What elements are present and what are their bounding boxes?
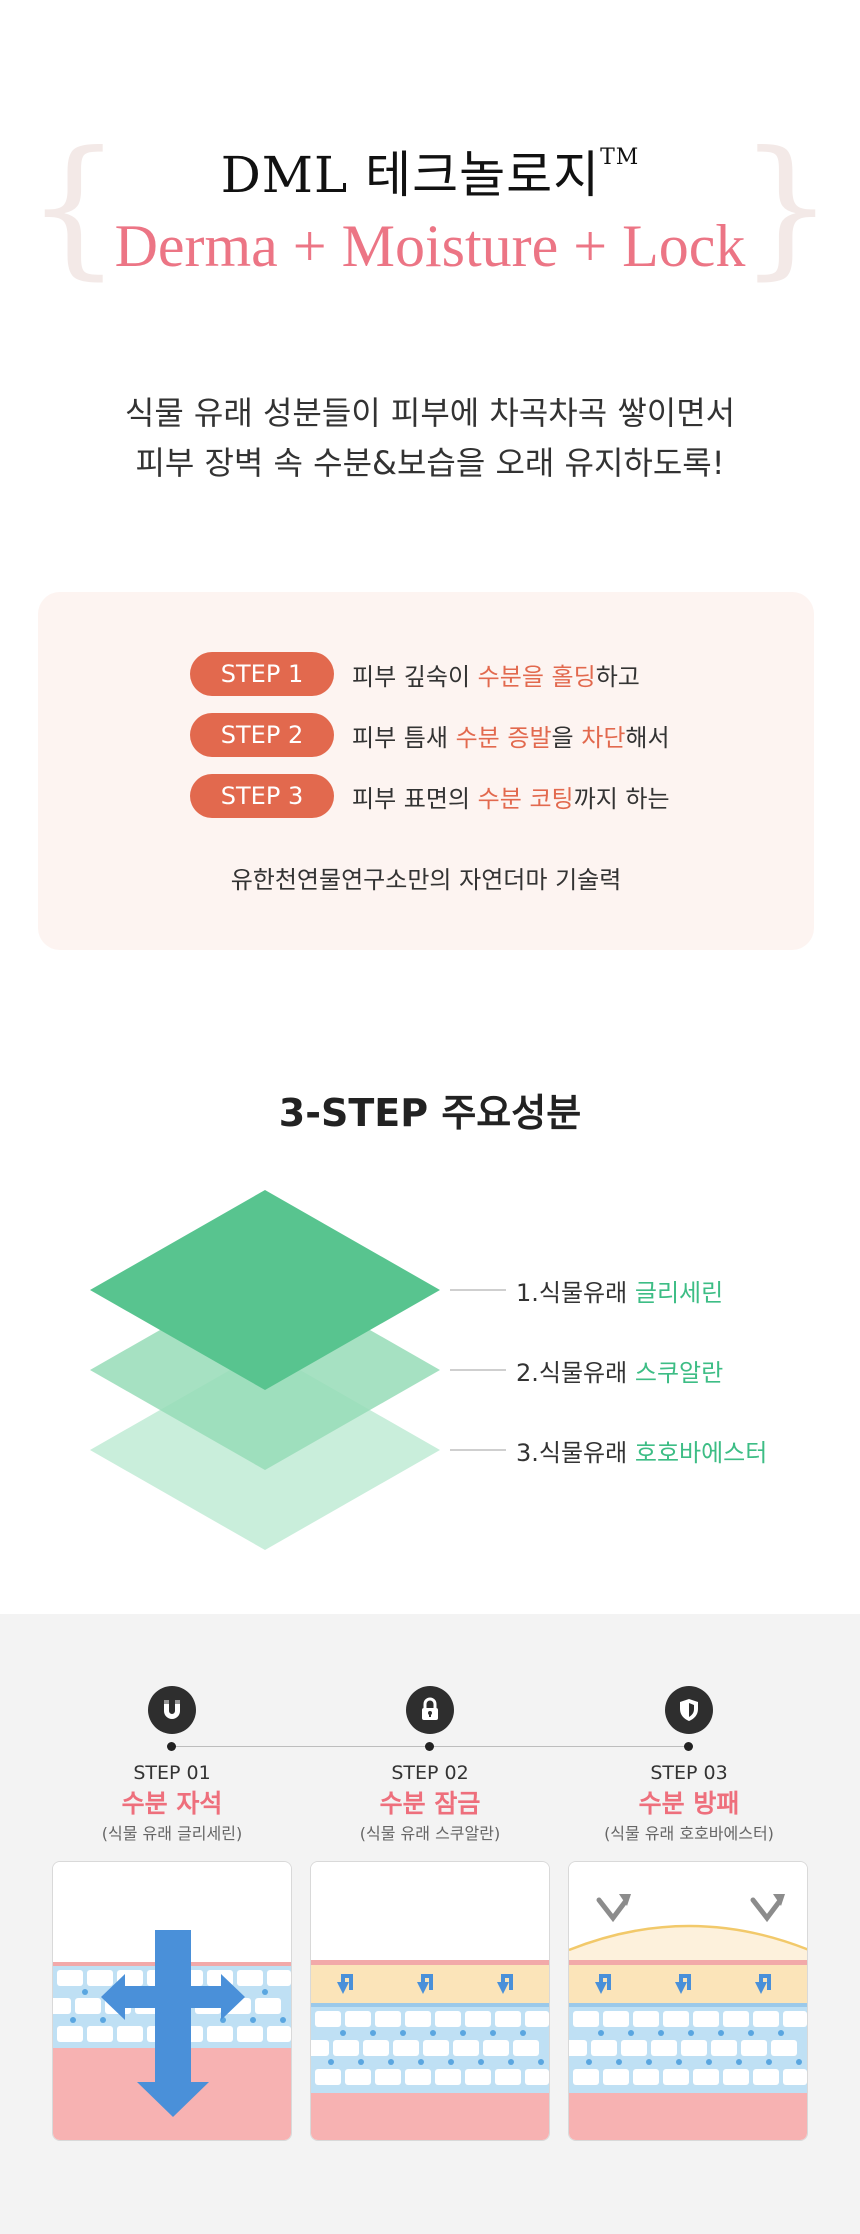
step-2-mid: 을 — [551, 723, 582, 752]
timeline-dot-3 — [684, 1742, 693, 1751]
step-3-post: 까지 하는 — [573, 784, 670, 813]
ingredient-1-text: 1.식물유래 글리세린 — [516, 1273, 723, 1308]
step-3-highlight: 수분 코팅 — [477, 784, 574, 813]
layer-diagram — [90, 1190, 440, 1550]
step-3-pre: 피부 표면의 — [352, 784, 478, 813]
step-2-highlight-1: 수분 증발 — [455, 723, 552, 752]
step-2-text: 피부 틈새 수분 증발을 차단해서 — [352, 718, 670, 753]
step-2-post: 해서 — [625, 723, 670, 752]
timeline-dot-1 — [167, 1742, 176, 1751]
ingredients-title: 3-STEP 주요성분 — [278, 1091, 582, 1135]
ingredient-2-prefix: 2.식물유래 — [516, 1358, 635, 1387]
card-moisture-lock — [310, 1861, 550, 2141]
step-02-label: STEP 02 — [391, 1762, 469, 1784]
ingredient-3-text: 3.식물유래 호호바에스터 — [516, 1433, 767, 1468]
ingredient-2-text: 2.식물유래 스쿠알란 — [516, 1353, 723, 1388]
ingredient-2-leader — [450, 1369, 506, 1371]
skin-illustration-2 — [311, 1862, 549, 2140]
step-03-name: 수분 방패 — [638, 1789, 740, 1818]
intro-text: 식물 유래 성분들이 피부에 차곡차곡 쌓이면서 피부 장벽 속 수분&보습을 … — [0, 388, 860, 488]
mechanism-section: STEP 01 수분 자석 (식물 유래 글리세린) STEP 02 수분 잠금… — [0, 1614, 860, 2234]
step-3-badge: STEP 3 — [190, 774, 334, 818]
step-1-post: 하고 — [595, 662, 640, 691]
ingredient-3-prefix: 3.식물유래 — [516, 1438, 635, 1467]
skin-illustration-1 — [53, 1862, 291, 2140]
steps-box: STEP 1 피부 깊숙이 수분을 홀딩하고 STEP 2 피부 틈새 수분 증… — [38, 592, 814, 950]
step-row-1: STEP 1 피부 깊숙이 수분을 홀딩하고 — [190, 652, 640, 696]
step-02-name: 수분 잠금 — [379, 1789, 481, 1818]
title-text: DML 테크놀로지 — [220, 146, 601, 204]
ingredient-3-leader — [450, 1449, 506, 1451]
step-1-highlight: 수분을 홀딩 — [477, 662, 596, 691]
page-title: DML 테크놀로지TM — [0, 135, 860, 207]
card-moisture-magnet — [52, 1861, 292, 2141]
step-01-sub: (식물 유래 글리세린) — [101, 1824, 243, 1843]
step-1-text: 피부 깊숙이 수분을 홀딩하고 — [352, 657, 640, 692]
ingredient-1-leader — [450, 1289, 506, 1291]
step-03-label: STEP 03 — [650, 1762, 728, 1784]
trademark-mark: TM — [600, 145, 640, 170]
intro-line-1: 식물 유래 성분들이 피부에 차곡차곡 쌓이면서 — [124, 394, 736, 432]
page-subtitle: Derma + Moisture + Lock — [114, 213, 746, 279]
brace-right: } — [738, 120, 834, 294]
step-1-badge: STEP 1 — [190, 652, 334, 696]
steps-footer: 유한천연물연구소만의 자연더마 기술력 — [230, 866, 622, 894]
step-3-text: 피부 표면의 수분 코팅까지 하는 — [352, 779, 670, 814]
skin-illustration-3 — [569, 1862, 807, 2140]
ingredient-2-name: 스쿠알란 — [634, 1358, 724, 1387]
layer-1-diamond — [90, 1190, 440, 1390]
step-2-highlight-2: 차단 — [581, 723, 626, 752]
ingredient-3: 3.식물유래 호호바에스터 — [450, 1430, 767, 1470]
step-2-badge: STEP 2 — [190, 713, 334, 757]
step-2-pre: 피부 틈새 — [352, 723, 456, 752]
intro-line-2: 피부 장벽 속 수분&보습을 오래 유지하도록! — [135, 444, 725, 482]
step-1-pre: 피부 깊숙이 — [352, 662, 478, 691]
timeline-dot-2 — [425, 1742, 434, 1751]
step-03-sub: (식물 유래 호호바에스터) — [604, 1824, 774, 1843]
lock-icon — [406, 1686, 454, 1734]
ingredient-3-name: 호호바에스터 — [634, 1438, 768, 1467]
magnet-icon — [148, 1686, 196, 1734]
ingredient-1-name: 글리세린 — [634, 1278, 724, 1307]
card-moisture-shield — [568, 1861, 808, 2141]
brace-left: { — [26, 120, 122, 294]
step-row-2: STEP 2 피부 틈새 수분 증발을 차단해서 — [190, 713, 670, 757]
ingredient-2: 2.식물유래 스쿠알란 — [450, 1350, 723, 1390]
shield-icon — [665, 1686, 713, 1734]
step-row-3: STEP 3 피부 표면의 수분 코팅까지 하는 — [190, 774, 670, 818]
step-01-label: STEP 01 — [133, 1762, 211, 1784]
ingredient-1-prefix: 1.식물유래 — [516, 1278, 635, 1307]
ingredient-1: 1.식물유래 글리세린 — [450, 1270, 723, 1310]
step-01-name: 수분 자석 — [121, 1789, 223, 1818]
step-02-sub: (식물 유래 스쿠알란) — [359, 1824, 501, 1843]
